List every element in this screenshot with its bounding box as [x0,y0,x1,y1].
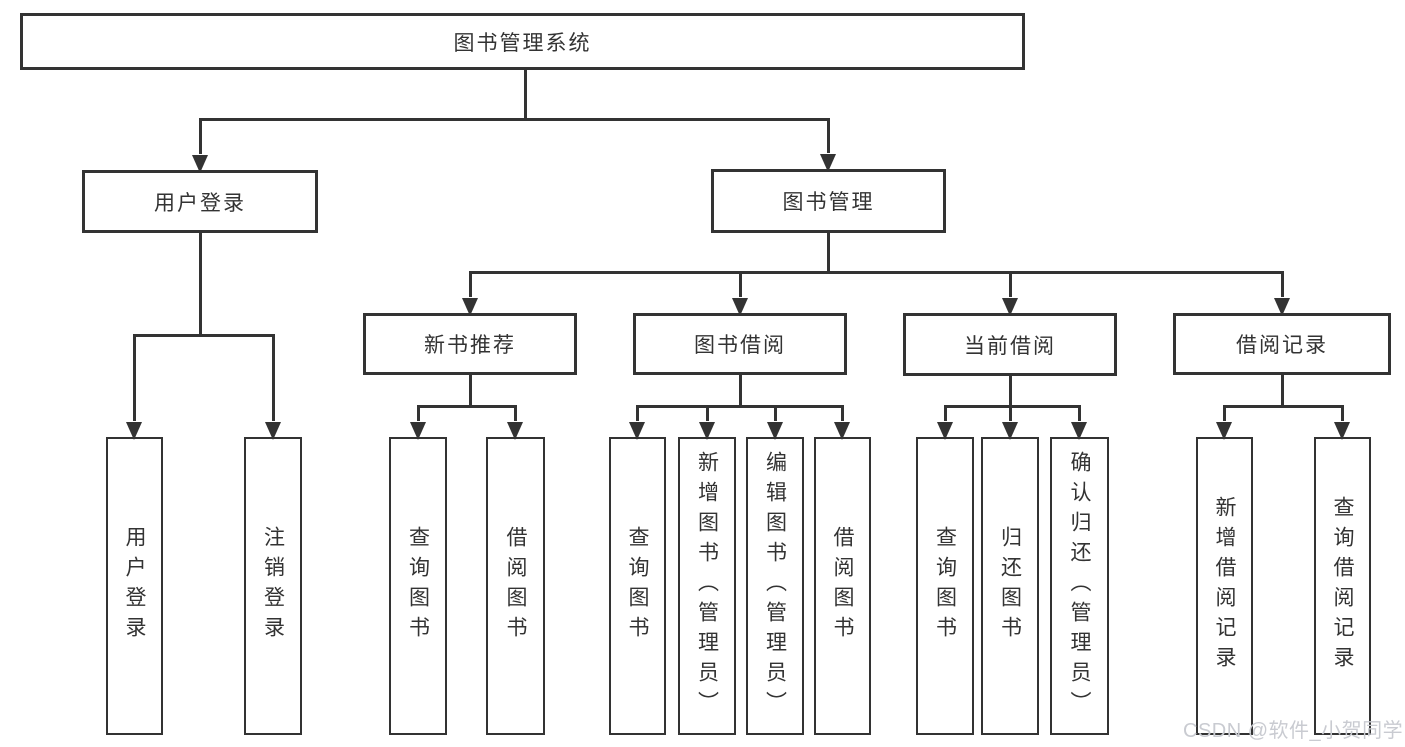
connector-line [841,406,844,421]
node-label-leaf-confirm-return: 确认归还（管理员） [1068,451,1091,721]
connector-line [1223,404,1344,408]
arrowhead-down-icon [507,422,523,440]
connector-line [468,272,472,297]
connector-line [827,119,830,153]
connector-line [1078,406,1081,421]
arrowhead-down-icon [1216,422,1232,440]
connector-line [416,406,420,421]
connector-line [1280,272,1284,297]
arrowhead-down-icon [264,422,281,440]
arrowhead-down-icon [409,422,426,440]
arrowhead-down-icon [698,422,715,440]
node-label-leaf-user-login: 用户登录 [123,526,146,646]
csdn-watermark: CSDN @软件_小贺同学 [1183,720,1404,742]
connector-line [827,233,830,272]
connector-line [198,117,830,121]
node-label-book-borrow: 图书借阅 [694,334,786,357]
connector-line [514,406,517,421]
connector-line [1280,375,1284,406]
arrowhead-down-icon [766,422,783,440]
node-label-leaf-add-borrow-record: 新增借阅记录 [1213,496,1236,676]
arrowhead-down-icon [1071,422,1087,440]
node-leaf-query-book-2: 查询图书 [609,437,666,735]
connector-line [636,406,639,421]
connector-line [943,404,1081,408]
connector-line [1008,272,1012,297]
connector-line [468,270,1284,274]
node-label-leaf-edit-book: 编辑图书（管理员） [763,451,787,721]
node-book-mgmt: 图书管理 [711,169,946,233]
arrowhead-down-icon [820,154,836,172]
node-label-leaf-return-book: 归还图书 [998,526,1022,646]
node-label-leaf-query-book-1: 查询图书 [406,526,430,646]
node-leaf-add-borrow-record: 新增借阅记录 [1196,437,1253,735]
connector-line [738,375,742,406]
connector-line [198,119,202,154]
node-label-leaf-borrow-book-1: 借阅图书 [504,526,527,646]
arrowhead-down-icon [1334,422,1350,440]
arrowhead-down-icon [1001,422,1018,440]
arrowhead-down-icon [629,422,645,440]
connector-line [271,335,275,421]
arrowhead-down-icon [1273,298,1290,316]
node-label-leaf-query-book-3: 查询图书 [933,526,957,646]
connector-line [133,335,136,421]
node-label-borrow-records: 借阅记录 [1236,334,1328,357]
node-label-leaf-logout: 注销登录 [261,526,285,646]
arrowhead-down-icon [1001,298,1018,316]
connector-line [943,406,947,421]
node-label-leaf-query-borrow-record: 查询借阅记录 [1331,496,1354,676]
node-leaf-edit-book: 编辑图书（管理员） [746,437,804,735]
arrowhead-down-icon [461,298,478,316]
node-leaf-logout: 注销登录 [244,437,302,735]
connector-line [133,333,275,337]
node-root: 图书管理系统 [20,13,1025,70]
connector-line [636,404,844,408]
node-leaf-user-login: 用户登录 [106,437,163,735]
node-leaf-add-book: 新增图书（管理员） [678,437,736,735]
arrowhead-down-icon [936,422,953,440]
node-leaf-query-book-3: 查询图书 [916,437,974,735]
node-label-leaf-query-book-2: 查询图书 [626,526,649,646]
node-leaf-return-book: 归还图书 [981,437,1039,735]
node-label-new-book-rec: 新书推荐 [424,334,516,357]
node-label-user-login: 用户登录 [154,191,246,215]
connector-line [198,233,202,335]
connector-line [416,404,517,408]
node-book-borrow: 图书借阅 [633,313,847,375]
node-current-borrow: 当前借阅 [903,313,1117,376]
connector-line [1008,406,1012,421]
connector-line [738,272,742,297]
node-label-leaf-borrow-book-2: 借阅图书 [831,526,854,646]
node-leaf-borrow-book-2: 借阅图书 [814,437,871,735]
node-new-book-rec: 新书推荐 [363,313,577,375]
node-leaf-borrow-book-1: 借阅图书 [486,437,545,735]
node-leaf-query-book-1: 查询图书 [389,437,447,735]
connector-line [523,70,527,119]
node-label-current-borrow: 当前借阅 [964,334,1056,358]
arrowhead-down-icon [731,298,748,316]
node-label-leaf-add-book: 新增图书（管理员） [695,451,719,721]
node-user-login: 用户登录 [82,170,318,233]
node-label-book-mgmt: 图书管理 [782,191,875,214]
connector-line [773,406,777,421]
node-borrow-records: 借阅记录 [1173,313,1391,375]
connector-line [1341,406,1344,421]
node-leaf-query-borrow-record: 查询借阅记录 [1314,437,1371,735]
arrowhead-down-icon [834,422,850,440]
connector-line [1008,376,1012,406]
connector-line [468,375,472,406]
connector-line [705,406,709,421]
arrowhead-down-icon [126,422,142,440]
connector-line [1223,406,1226,421]
node-leaf-confirm-return: 确认归还（管理员） [1050,437,1109,735]
arrowhead-down-icon [191,155,208,173]
node-label-root: 图书管理系统 [453,31,592,55]
